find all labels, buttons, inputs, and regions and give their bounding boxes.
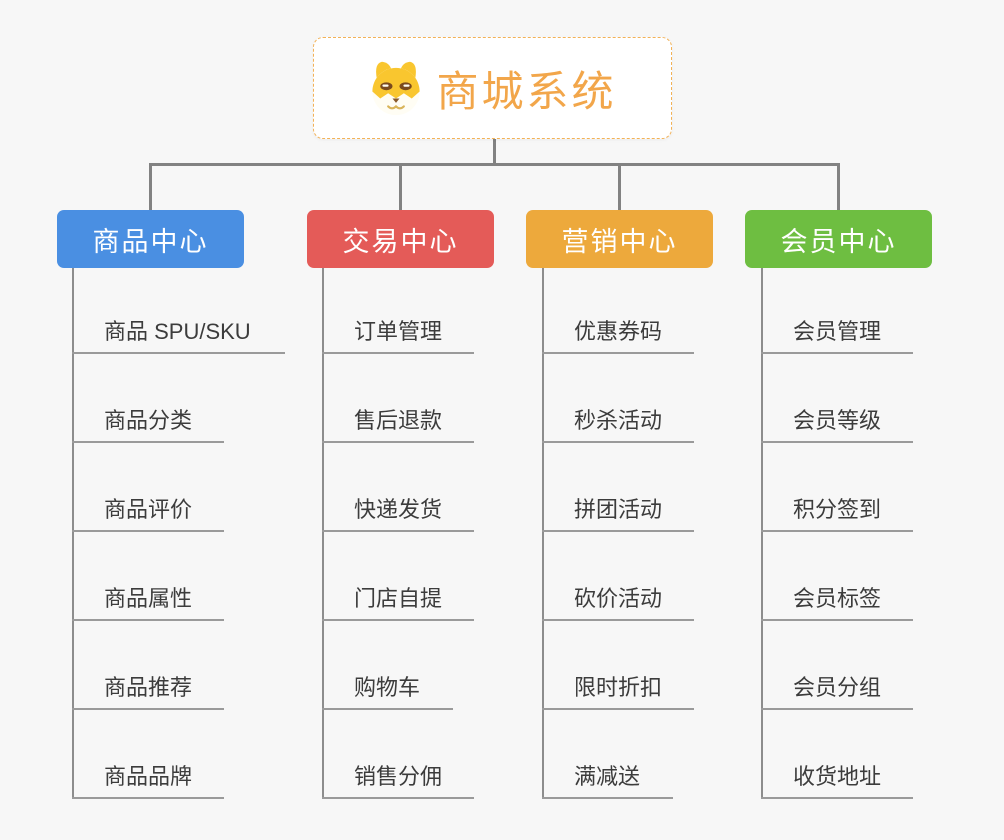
leaf-express-delivery[interactable]: 快递发货 <box>322 490 474 532</box>
leaf-member-tag[interactable]: 会员标签 <box>761 579 913 621</box>
trunk-marketing-center <box>542 268 544 799</box>
trunk-product-center <box>72 268 74 799</box>
leaf-points-checkin[interactable]: 积分签到 <box>761 490 913 532</box>
leaf-group-buy[interactable]: 拼团活动 <box>542 490 694 532</box>
trunk-member-center <box>761 268 763 799</box>
shiba-dog-icon <box>372 61 421 116</box>
root-title: 商城系统 <box>436 67 617 115</box>
branch-marketing-center[interactable]: 营销中心 <box>526 210 713 268</box>
connector-root-stub <box>493 139 496 163</box>
leaf-product-category[interactable]: 商品分类 <box>72 401 224 443</box>
leaf-member-level[interactable]: 会员等级 <box>761 401 913 443</box>
leaf-shipping-address[interactable]: 收货地址 <box>761 757 913 799</box>
connector-drop-member <box>837 163 840 210</box>
leaf-after-sale-refund[interactable]: 售后退款 <box>322 401 474 443</box>
leaf-member-management[interactable]: 会员管理 <box>761 312 913 354</box>
leaf-bargain-activity[interactable]: 砍价活动 <box>542 579 694 621</box>
leaf-member-group[interactable]: 会员分组 <box>761 668 913 710</box>
leaf-limited-time-discount[interactable]: 限时折扣 <box>542 668 694 710</box>
leaf-product-recommend[interactable]: 商品推荐 <box>72 668 224 710</box>
connector-drop-marketing <box>618 163 621 210</box>
connector-drop-trade <box>399 163 402 210</box>
leaf-flash-sale[interactable]: 秒杀活动 <box>542 401 694 443</box>
leaf-store-pickup[interactable]: 门店自提 <box>322 579 474 621</box>
leaf-order-management[interactable]: 订单管理 <box>322 312 474 354</box>
root-node[interactable]: 商城系统 <box>313 37 672 139</box>
leaf-sales-commission[interactable]: 销售分佣 <box>322 757 474 799</box>
branch-trade-center[interactable]: 交易中心 <box>307 210 494 268</box>
leaf-product-brand[interactable]: 商品品牌 <box>72 757 224 799</box>
trunk-trade-center <box>322 268 324 799</box>
connector-drop-product <box>149 163 152 210</box>
leaf-shopping-cart[interactable]: 购物车 <box>322 668 453 710</box>
leaf-full-reduction[interactable]: 满减送 <box>542 757 673 799</box>
branch-member-center[interactable]: 会员中心 <box>745 210 932 268</box>
connector-bus <box>149 163 840 166</box>
leaf-product-attribute[interactable]: 商品属性 <box>72 579 224 621</box>
leaf-product-spu-sku[interactable]: 商品 SPU/SKU <box>72 312 285 354</box>
leaf-product-review[interactable]: 商品评价 <box>72 490 224 532</box>
branch-product-center[interactable]: 商品中心 <box>57 210 244 268</box>
leaf-coupon-code[interactable]: 优惠券码 <box>542 312 694 354</box>
